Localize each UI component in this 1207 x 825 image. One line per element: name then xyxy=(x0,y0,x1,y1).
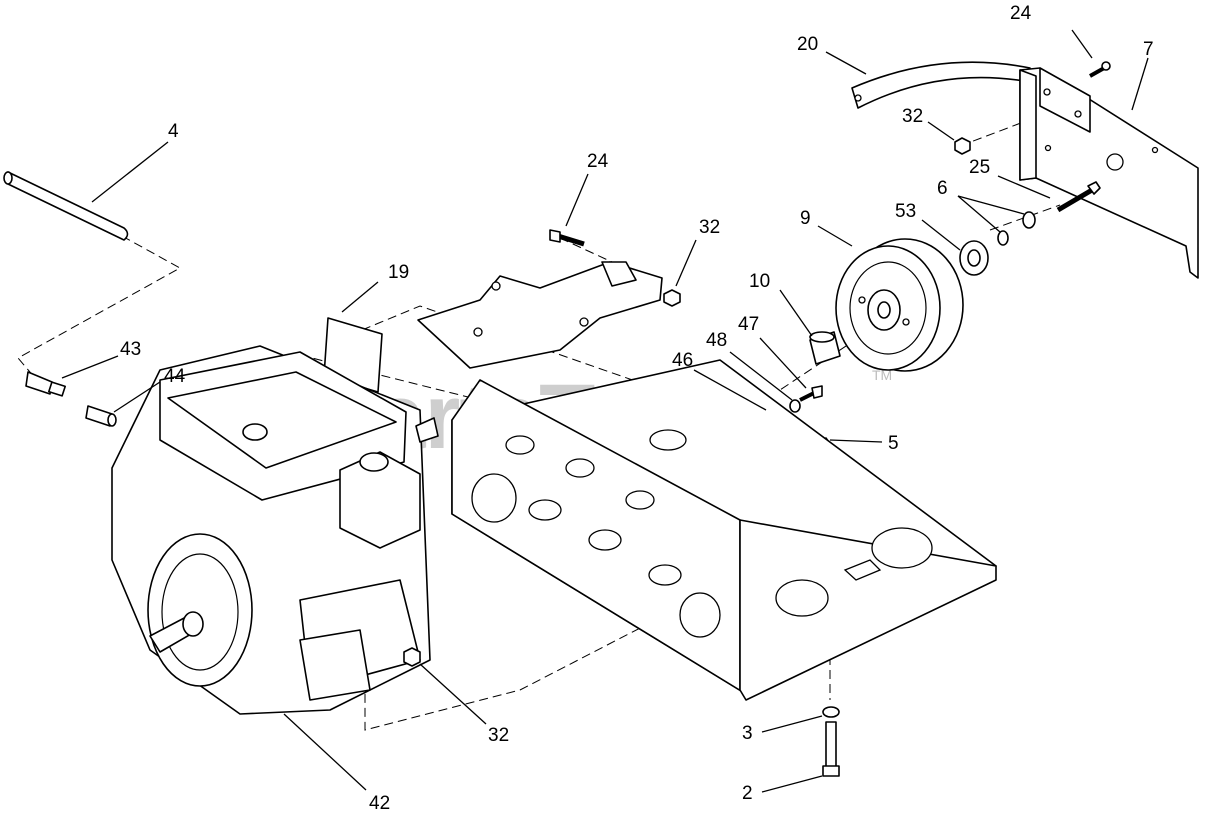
part-clutch-pulley xyxy=(835,238,964,372)
part-curved-brace xyxy=(851,61,1031,109)
part-spacer-10 xyxy=(809,331,841,365)
callout-44: 44 xyxy=(164,366,186,387)
watermark-trademark: TM xyxy=(872,367,892,383)
leader-lines xyxy=(61,29,1149,793)
callout-9: 9 xyxy=(800,208,811,229)
callout-43: 43 xyxy=(120,339,141,360)
part-bolt-25 xyxy=(1056,181,1101,213)
callout-19: 19 xyxy=(388,262,409,283)
part-nut-32-low xyxy=(403,647,421,667)
part-washers-6 xyxy=(997,211,1036,246)
callout-labels: 24 20 7 32 25 6 53 9 4 24 32 19 10 47 48… xyxy=(120,3,1154,814)
callout-24-top: 24 xyxy=(1010,3,1032,24)
callout-5: 5 xyxy=(888,433,899,454)
callout-6: 6 xyxy=(937,178,948,199)
part-bearing-53 xyxy=(959,240,989,276)
part-washer-48 xyxy=(789,399,801,413)
callout-20: 20 xyxy=(797,34,818,55)
part-mounting-bracket xyxy=(1019,67,1199,279)
callout-10: 10 xyxy=(749,271,770,292)
part-chassis-frame xyxy=(451,359,997,701)
part-bolt-47 xyxy=(799,385,823,402)
callout-53: 53 xyxy=(895,201,916,222)
callout-32-bracket: 32 xyxy=(902,106,923,127)
part-engine-mount-bracket xyxy=(417,261,663,369)
part-bolt-24-top xyxy=(1089,61,1111,78)
part-nut-32-bracket xyxy=(954,137,971,155)
callout-24-mid: 24 xyxy=(587,151,609,172)
part-engine xyxy=(111,345,439,715)
part-washer-3 xyxy=(822,706,840,718)
callout-46: 46 xyxy=(672,350,693,371)
part-nut-32-mid xyxy=(663,289,681,307)
part-bolt-24-mid xyxy=(549,229,585,247)
callout-47: 47 xyxy=(738,314,759,335)
part-bolt-2 xyxy=(822,721,840,777)
part-fitting-44 xyxy=(85,405,117,427)
callout-48: 48 xyxy=(706,330,727,351)
callout-2: 2 xyxy=(742,783,753,804)
callout-7: 7 xyxy=(1143,39,1154,60)
part-fuel-line xyxy=(3,171,129,241)
callout-25: 25 xyxy=(969,157,990,178)
callout-42: 42 xyxy=(369,793,390,814)
part-fitting-43 xyxy=(25,371,67,397)
callout-32-mid: 32 xyxy=(699,217,720,238)
callout-4: 4 xyxy=(168,121,179,142)
callout-32-low: 32 xyxy=(488,725,509,746)
callout-3: 3 xyxy=(742,723,753,744)
